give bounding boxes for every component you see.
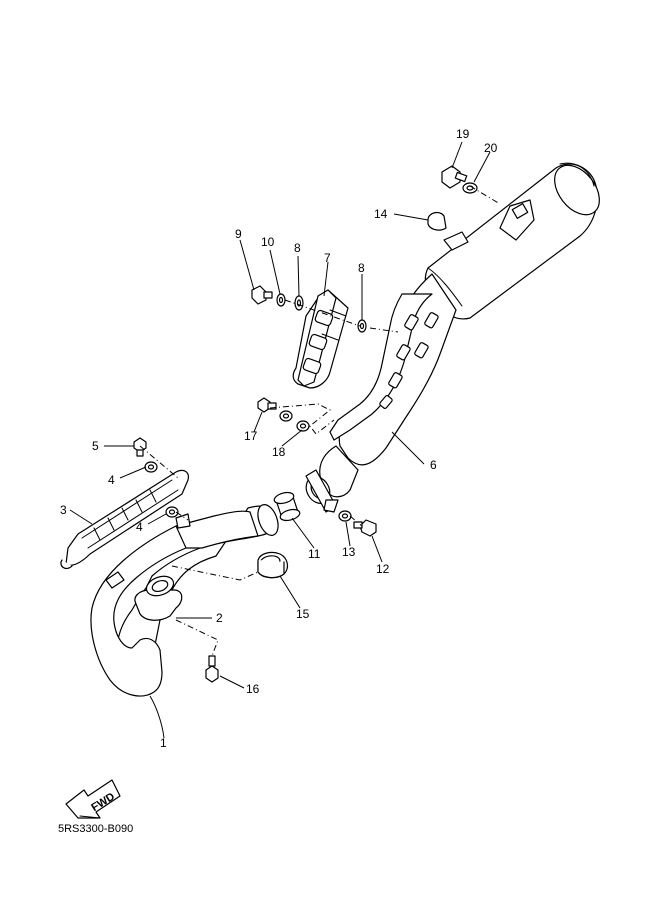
callout-19: 19 (456, 127, 470, 141)
pipe-protector (60, 469, 189, 570)
gasket-15 (257, 551, 289, 579)
collar-4b (165, 506, 179, 518)
diagram-code: 5RS3300-B090 (58, 823, 133, 835)
callout-20: 20 (484, 141, 498, 155)
heat-protector (292, 289, 349, 389)
callout-15: 15 (296, 607, 310, 621)
exhaust-pipe (90, 504, 279, 697)
callout-8b: 8 (358, 261, 365, 275)
fwd-arrow-icon: FWD (65, 779, 121, 819)
callout-16: 16 (246, 682, 260, 696)
callout-11: 11 (308, 547, 321, 561)
callout-18: 18 (272, 445, 286, 459)
bolt-16 (205, 655, 219, 683)
washer-10 (276, 293, 286, 307)
muffler (305, 162, 600, 513)
washer-18b (296, 420, 310, 432)
callout-5: 5 (92, 439, 99, 453)
collar-8b (357, 319, 367, 333)
bolt-5 (133, 437, 147, 457)
washer-18a (279, 410, 293, 422)
callout-1: 1 (160, 736, 167, 750)
bolt-9 (251, 285, 273, 305)
gasket-11 (273, 491, 301, 522)
callout-4b: 4 (136, 520, 143, 534)
damper-14 (427, 211, 447, 231)
bolt-12 (353, 519, 377, 537)
callout-2: 2 (216, 611, 223, 625)
washer-20 (462, 182, 478, 194)
callout-6: 6 (430, 458, 437, 472)
collar-4a (144, 461, 158, 473)
callout-14: 14 (374, 207, 388, 221)
collar-8a (294, 295, 304, 311)
callout-12: 12 (376, 562, 390, 576)
bolt-19 (441, 165, 468, 189)
callout-8a: 8 (294, 241, 301, 255)
callout-10: 10 (261, 235, 275, 249)
bolt-17 (257, 397, 277, 413)
callout-9: 9 (235, 227, 242, 241)
callout-3: 3 (60, 503, 67, 517)
callout-7: 7 (324, 251, 331, 265)
callout-17: 17 (244, 429, 258, 443)
callout-4a: 4 (108, 473, 115, 487)
callout-13: 13 (342, 545, 356, 559)
washer-13 (338, 510, 352, 522)
